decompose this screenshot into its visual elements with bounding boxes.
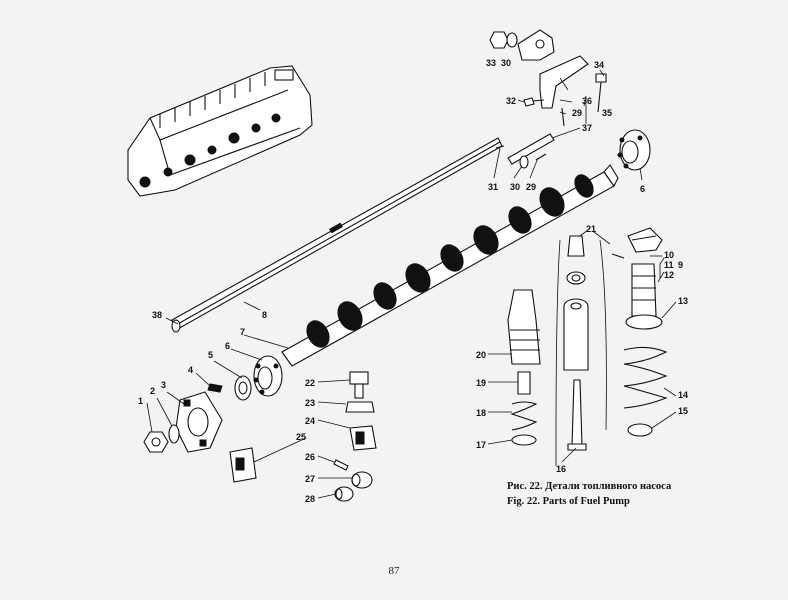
screw-11 [611,253,625,259]
camshaft [281,164,619,367]
label-30-lower: 30 [510,182,520,192]
plunger-spring-14 [623,346,668,409]
label-26: 26 [305,452,315,462]
roller-27 [351,471,373,489]
washer-30-lower [519,155,529,169]
pin-29-top [561,107,565,127]
gear-ring-10 [627,227,663,253]
label-32: 32 [506,96,516,106]
screw-32 [523,97,545,107]
washer-30-top [506,32,518,48]
label-7: 7 [240,327,245,337]
key-4 [207,383,223,393]
label-1: 1 [138,396,143,406]
label-23: 23 [305,398,315,408]
label-13: 13 [678,296,688,306]
coupling-flange [175,391,223,453]
pump-housing-assembly [127,65,313,197]
page-number: 87 [388,565,400,577]
label-29-lower: 29 [526,182,536,192]
pin-31 [495,145,505,149]
label-16: 16 [556,464,566,474]
pin-26 [333,459,349,471]
nut-23 [345,401,375,413]
label-31: 31 [488,182,498,192]
label-22: 22 [305,378,315,388]
tappet-body-25 [229,447,257,483]
label-36: 36 [582,96,592,106]
label-8: 8 [262,310,267,320]
link-37 [507,133,555,165]
plunger-16 [567,379,587,451]
label-38: 38 [152,310,162,320]
label-29-top: 29 [572,108,582,118]
bearing-left [253,355,283,397]
upper-spring-seat-13 [625,314,663,330]
label-19: 19 [476,378,486,388]
element-frame-lines [555,239,607,466]
lower-spring-seat-15 [627,423,653,437]
delivery-valve-holder-21 [567,235,585,257]
label-28: 28 [305,494,315,504]
label-37: 37 [582,123,592,133]
label-3: 3 [161,380,166,390]
bolt-34 [595,73,607,113]
label-2: 2 [150,386,155,396]
label-5: 5 [208,350,213,360]
spring-seat-19 [517,371,531,395]
nut-1 [143,431,169,453]
label-9: 9 [678,260,683,270]
bearing-right [617,129,651,171]
bracket-block [517,29,555,61]
label-12: 12 [664,270,674,280]
label-21: 21 [586,224,596,234]
label-30-top: 30 [501,58,511,68]
label-27: 27 [305,474,315,484]
control-sleeve-12 [631,263,657,317]
label-15: 15 [678,406,688,416]
label-20: 20 [476,350,486,360]
label-17: 17 [476,440,486,450]
control-rack [171,137,503,333]
label-10: 10 [664,250,674,260]
label-6-right: 6 [640,184,645,194]
label-6-left: 6 [225,341,230,351]
barrel [563,298,589,371]
valve-seat-21 [566,271,586,285]
label-35: 35 [602,108,612,118]
label-33: 33 [486,58,496,68]
nut-33 [489,31,509,49]
washer-5 [234,375,252,401]
lower-seat-17 [511,434,537,446]
element-housing-20 [507,289,541,365]
label-4: 4 [188,365,193,375]
label-11: 11 [664,260,674,270]
lever-36 [539,55,589,109]
bushing-28 [334,486,354,502]
bolt-22 [349,371,369,399]
label-24: 24 [305,416,315,426]
label-14: 14 [678,390,688,400]
caption-russian: Рис. 22. Детали топливного насоса [507,481,672,492]
tappet-body-24 [349,425,377,451]
caption-english: Fig. 22. Parts of Fuel Pump [507,496,630,507]
label-18: 18 [476,408,486,418]
label-25: 25 [296,432,306,442]
leader-lines [146,69,677,499]
spring-18 [510,401,538,431]
label-34: 34 [594,60,604,70]
washer-2 [168,424,180,444]
